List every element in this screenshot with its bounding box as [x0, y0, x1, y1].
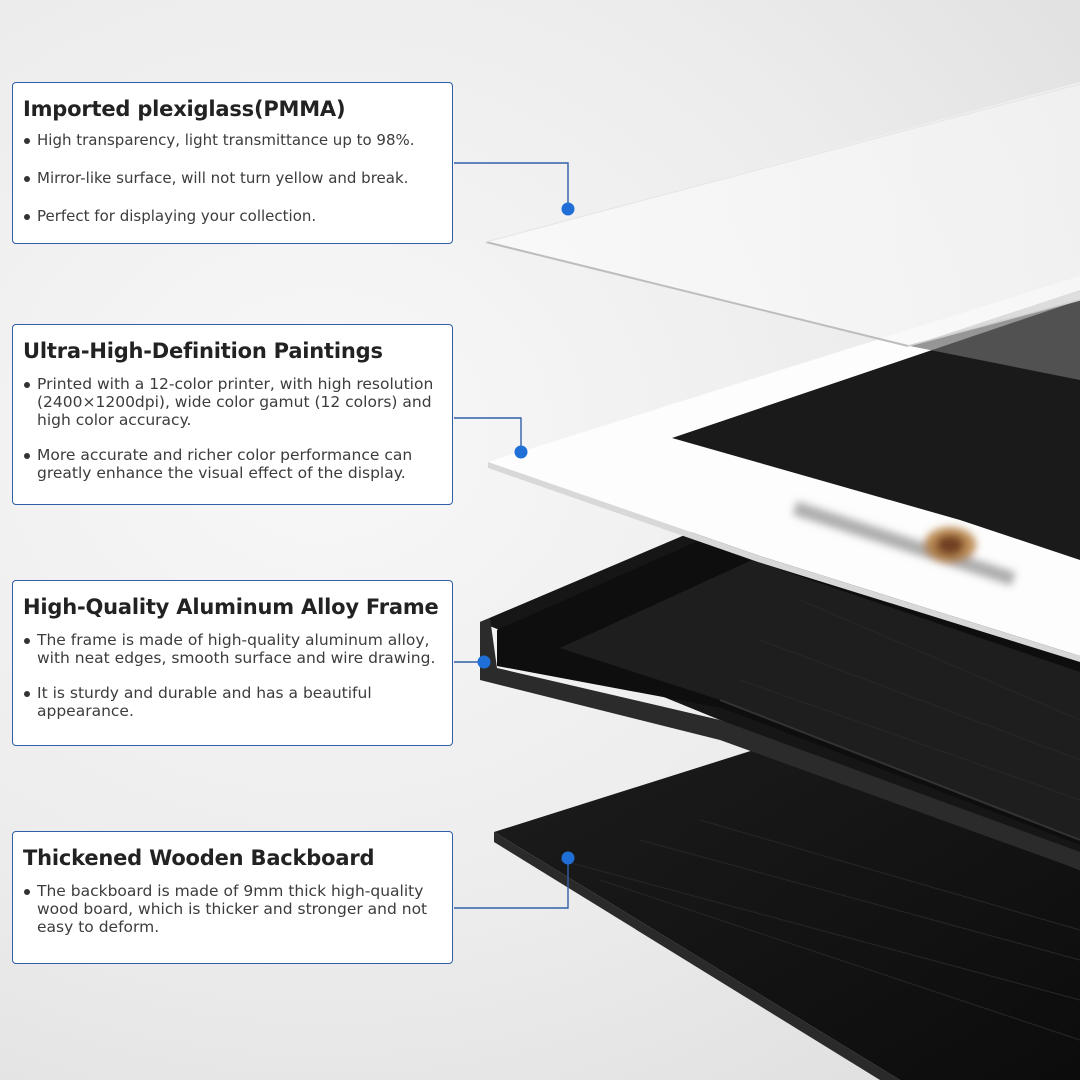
callout-line-painting [454, 417, 522, 452]
card-title: Thickened Wooden Backboard [23, 846, 375, 870]
bullet-icon [24, 691, 30, 697]
bullet-list: The frame is made of high-quality alumin… [23, 631, 442, 720]
feature-card-backboard: Thickened Wooden Backboard The backboard… [12, 831, 453, 964]
callout-dot-frame [477, 655, 491, 669]
callout-dot-plexiglass [561, 202, 575, 216]
card-title: Ultra-High-Definition Paintings [23, 339, 383, 363]
list-item: The frame is made of high-quality alumin… [23, 631, 442, 667]
feature-card-paintings: Ultra-High-Definition Paintings Printed … [12, 324, 453, 505]
bullet-icon [24, 453, 30, 459]
list-item: Mirror-like surface, will not turn yello… [23, 169, 442, 187]
callout-connectors [454, 162, 569, 909]
bullet-icon [24, 638, 30, 644]
bullet-icon [24, 889, 30, 895]
bullet-text: The frame is made of high-quality alumin… [37, 631, 436, 667]
bullet-icon [24, 138, 30, 144]
feature-card-frame: High-Quality Aluminum Alloy Frame The fr… [12, 580, 453, 746]
callout-line-backboard [454, 858, 569, 909]
bullet-text: The backboard is made of 9mm thick high-… [37, 882, 428, 936]
list-item: The backboard is made of 9mm thick high-… [23, 882, 442, 936]
bullet-text: Perfect for displaying your collection. [37, 207, 317, 225]
bullet-text: Mirror-like surface, will not turn yello… [37, 169, 409, 187]
bullet-icon [24, 176, 30, 182]
feature-card-plexiglass: Imported plexiglass(PMMA) High transpare… [12, 82, 453, 244]
plexiglass-sheet [485, 82, 1080, 347]
bullet-text: More accurate and richer color performan… [37, 446, 413, 482]
bullet-text: Printed with a 12-color printer, with hi… [37, 375, 434, 429]
card-title: High-Quality Aluminum Alloy Frame [23, 595, 439, 619]
bullet-list: High transparency, light transmittance u… [23, 131, 442, 225]
callout-dot-backboard [561, 851, 575, 865]
callout-dots [477, 202, 575, 865]
bullet-list: The backboard is made of 9mm thick high-… [23, 882, 442, 936]
callout-line-plexiglass [454, 162, 569, 209]
bullet-icon [24, 214, 30, 220]
list-item: More accurate and richer color performan… [23, 446, 442, 482]
bullet-list: Printed with a 12-color printer, with hi… [23, 375, 442, 482]
list-item: Printed with a 12-color printer, with hi… [23, 375, 442, 429]
painting-print [488, 276, 1080, 662]
list-item: It is sturdy and durable and has a beaut… [23, 684, 442, 720]
bullet-text: High transparency, light transmittance u… [37, 131, 415, 149]
bullet-icon [24, 382, 30, 388]
callout-dot-painting [514, 445, 528, 459]
list-item: Perfect for displaying your collection. [23, 207, 442, 225]
list-item: High transparency, light transmittance u… [23, 131, 442, 149]
card-title: Imported plexiglass(PMMA) [23, 97, 346, 121]
bullet-text: It is sturdy and durable and has a beaut… [37, 684, 372, 720]
wooden-backboard [494, 748, 1080, 1080]
blurred-logo [792, 501, 1016, 586]
